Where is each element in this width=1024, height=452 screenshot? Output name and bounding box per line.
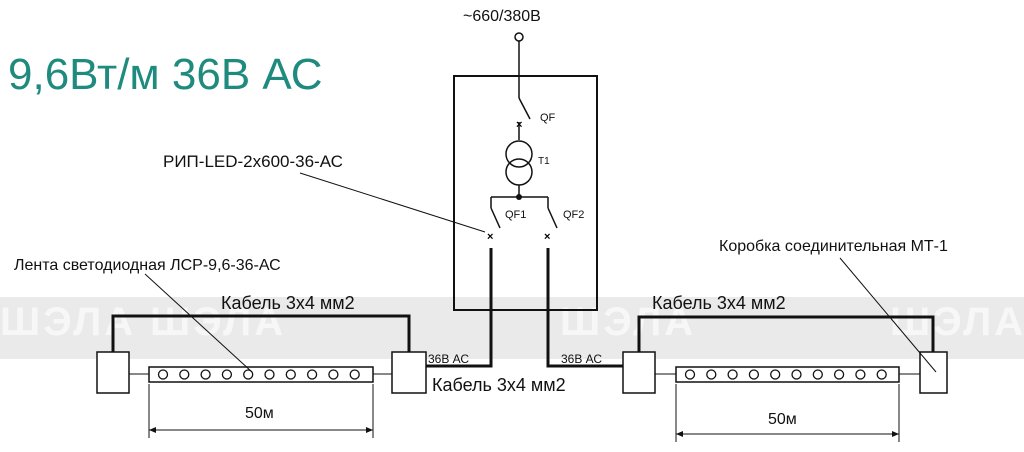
cable-bottom-label: Кабель 3х4 мм2 xyxy=(432,375,566,395)
led-dot xyxy=(264,369,275,380)
svg-text:×: × xyxy=(487,231,493,243)
voltage-right-label: 36В АС xyxy=(561,352,603,366)
voltage-left-label: 36В АС xyxy=(428,352,470,366)
device-name-leader xyxy=(299,172,486,233)
led-dot xyxy=(791,369,802,380)
led-dot xyxy=(157,369,169,380)
cable-right-label: Кабель 3х4 мм2 xyxy=(652,293,786,313)
junction-box-label: Коробка соединительная МТ-1 xyxy=(719,238,948,255)
watermark-text: ШЭЛА xyxy=(150,300,287,344)
cable-left-loop xyxy=(111,314,411,352)
cable-right-loop xyxy=(637,315,935,352)
watermark-band xyxy=(0,297,1024,359)
cable-qf1-out xyxy=(426,248,493,368)
breaker-qf2-icon: × xyxy=(544,197,558,243)
breaker-qf1-label: QF1 xyxy=(505,209,527,221)
led-dot xyxy=(285,369,296,380)
led-dot xyxy=(306,369,318,380)
junction-box-right-near xyxy=(622,351,656,394)
led-dot xyxy=(876,369,887,380)
breaker-qf-icon: × xyxy=(516,97,531,140)
led-dot xyxy=(706,369,717,380)
led-dot xyxy=(243,369,254,380)
length-left-label: 50м xyxy=(245,405,274,422)
breaker-qf-label: QF xyxy=(540,112,556,124)
led-dot xyxy=(221,369,233,380)
length-right-label: 50м xyxy=(768,411,797,428)
cable-left-label: Кабель 3х4 мм2 xyxy=(221,293,355,313)
led-dot xyxy=(748,369,760,380)
led-strip-leader xyxy=(144,273,253,373)
breaker-qf1-icon: × xyxy=(487,197,501,243)
device-name-label: РИП-LED-2x600-36-АС xyxy=(163,152,343,171)
watermark-text: ШЭЛА xyxy=(0,300,137,344)
led-dot xyxy=(684,369,696,380)
junction-box-left-near xyxy=(391,351,427,394)
led-dot xyxy=(179,369,190,380)
page-title: 9,6Вт/м 36В АС xyxy=(8,50,323,99)
transformer-label: T1 xyxy=(538,156,550,167)
supply-terminal-icon xyxy=(514,32,524,42)
breaker-qf2-label: QF2 xyxy=(563,209,585,221)
transformer-icon xyxy=(505,140,533,186)
led-dot xyxy=(727,369,738,380)
watermark-text: ШЭЛА xyxy=(890,300,1024,344)
led-dots-right xyxy=(684,369,887,380)
led-dot xyxy=(855,369,866,380)
led-dot xyxy=(328,369,339,380)
supply-voltage-label: ~660/380В xyxy=(463,8,541,25)
led-dot xyxy=(812,369,823,380)
led-dots-left xyxy=(157,369,360,380)
led-dot xyxy=(200,369,211,380)
led-strip-label: Лента светодиодная ЛСР-9,6-36-АС xyxy=(14,257,281,274)
led-dot xyxy=(349,369,360,380)
dimension-left xyxy=(148,384,374,438)
svg-text:×: × xyxy=(544,231,550,243)
psu-enclosure xyxy=(453,75,598,311)
led-dot xyxy=(833,369,845,380)
junction-box-leader xyxy=(839,257,937,373)
led-dot xyxy=(770,369,781,380)
junction-box-left-far xyxy=(96,351,130,394)
watermark-text: ШЭЛА xyxy=(560,300,697,344)
dimension-right xyxy=(675,384,900,442)
cable-qf2-out xyxy=(546,248,623,368)
